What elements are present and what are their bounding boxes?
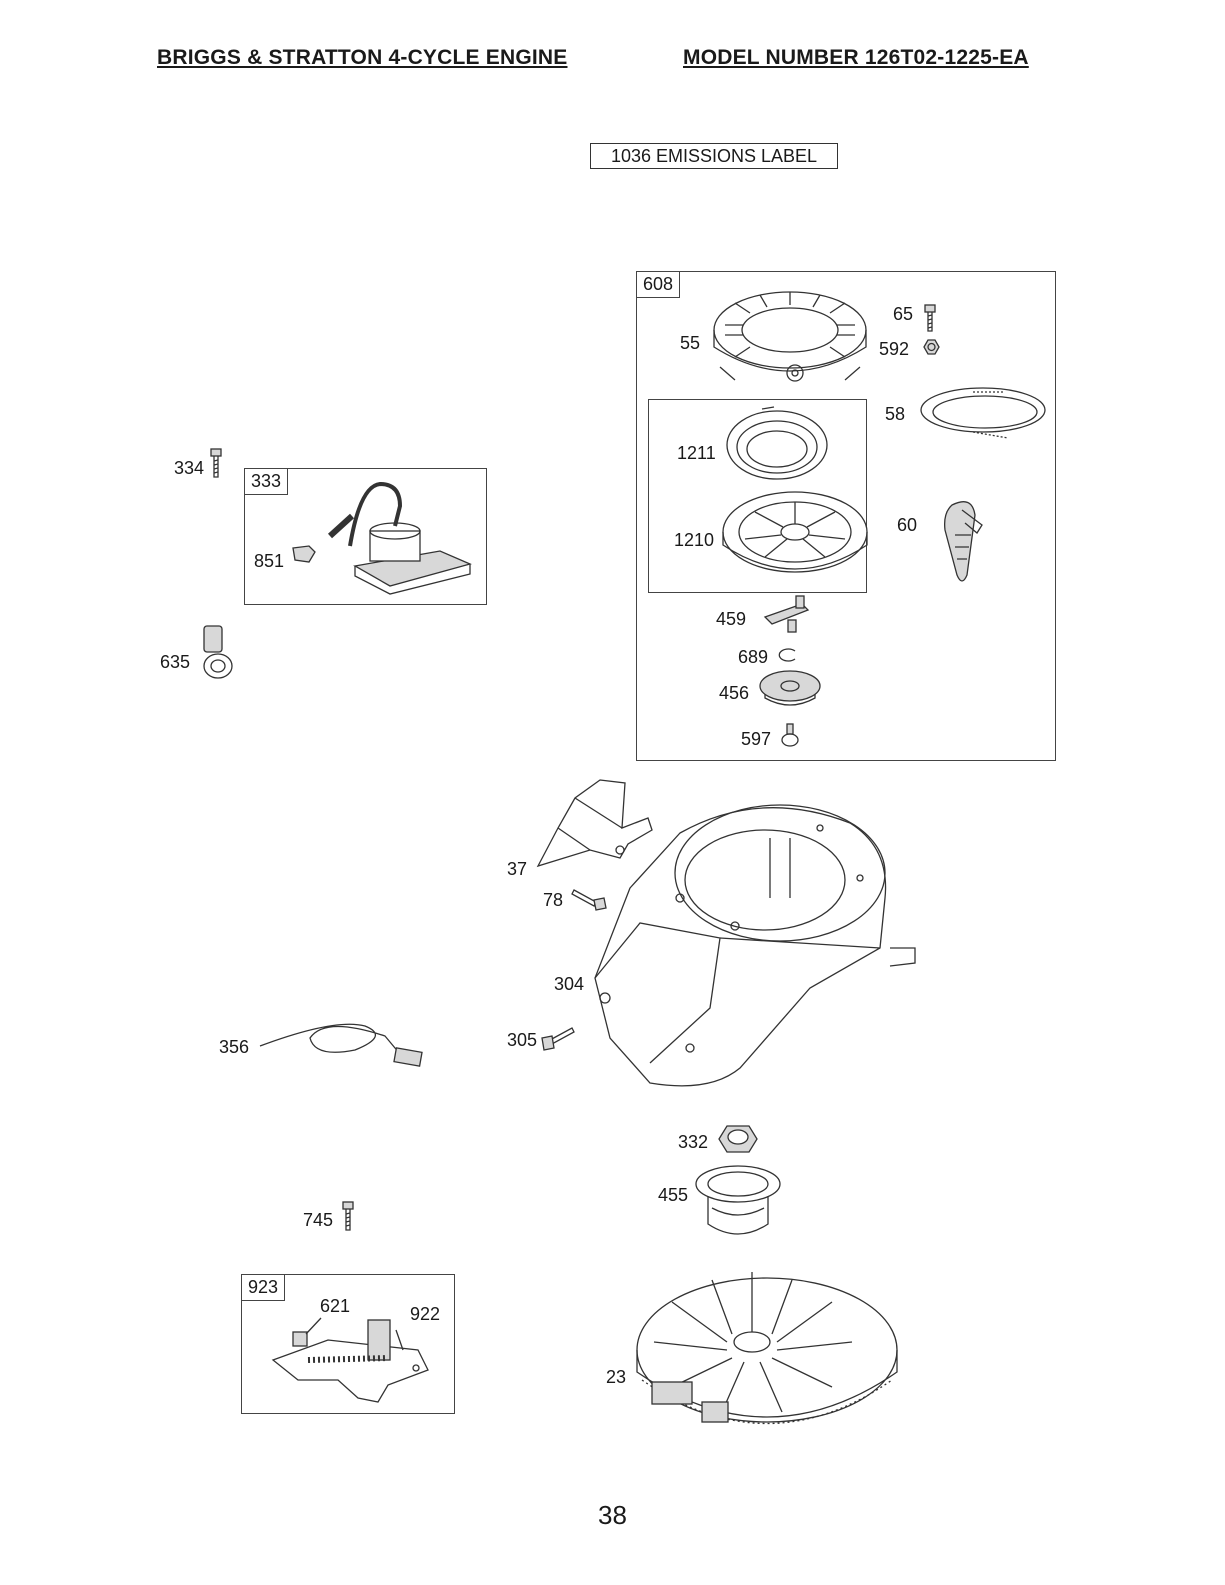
screw-597-drawing — [779, 722, 801, 750]
spark-plug-boot-drawing — [196, 622, 236, 682]
part-label-456: 456 — [719, 684, 749, 702]
nut-592-drawing — [921, 338, 941, 356]
part-label-597: 597 — [741, 730, 771, 748]
part-label-55: 55 — [680, 334, 700, 352]
page-number: 38 — [0, 1500, 1225, 1531]
flywheel-drawing — [632, 1262, 902, 1447]
ground-wire-drawing — [255, 1008, 425, 1068]
part-label-304: 304 — [554, 975, 584, 993]
screw-334-drawing — [208, 447, 224, 479]
part-label-60: 60 — [897, 516, 917, 534]
group-608-label: 608 — [637, 272, 680, 298]
group-923-label: 923 — [242, 1275, 285, 1301]
retaining-ring-drawing — [775, 647, 799, 663]
part-label-334: 334 — [174, 459, 204, 477]
starter-housing-drawing — [705, 285, 875, 395]
part-label-459: 459 — [716, 610, 746, 628]
part-label-58: 58 — [885, 405, 905, 423]
governor-assembly-drawing — [268, 1310, 438, 1405]
part-label-635: 635 — [160, 653, 190, 671]
header-engine-title: BRIGGS & STRATTON 4-CYCLE ENGINE — [157, 46, 568, 70]
starter-rope-drawing — [913, 380, 1053, 450]
part-label-37: 37 — [507, 860, 527, 878]
flywheel-nut-drawing — [715, 1122, 761, 1156]
emissions-label-box: 1036 EMISSIONS LABEL — [590, 143, 838, 169]
screw-745-drawing — [340, 1200, 356, 1232]
recoil-spring-drawing — [722, 405, 832, 485]
part-label-65: 65 — [893, 305, 913, 323]
part-label-851: 851 — [254, 552, 284, 570]
part-label-592: 592 — [879, 340, 909, 358]
part-label-356: 356 — [219, 1038, 249, 1056]
ignition-armature-drawing — [300, 476, 480, 596]
part-label-23: 23 — [606, 1368, 626, 1386]
part-label-689: 689 — [738, 648, 768, 666]
part-label-332: 332 — [678, 1133, 708, 1151]
part-label-745: 745 — [303, 1211, 333, 1229]
starter-cup-drawing — [690, 1162, 790, 1242]
retainer-drawing — [755, 668, 825, 708]
screw-65-drawing — [922, 303, 938, 333]
starter-pulley-drawing — [715, 487, 875, 587]
part-label-78: 78 — [543, 891, 563, 909]
group-333-label: 333 — [245, 469, 288, 495]
part-label-1211: 1211 — [677, 444, 716, 462]
starter-handle-drawing — [937, 495, 987, 590]
blower-housing-drawing — [590, 798, 920, 1093]
part-label-1210: 1210 — [674, 531, 714, 549]
starter-dog-drawing — [760, 592, 820, 638]
terminal-851-drawing — [289, 542, 319, 566]
part-label-305: 305 — [507, 1031, 537, 1049]
header-model-number: MODEL NUMBER 126T02-1225-EA — [683, 46, 1029, 70]
part-label-455: 455 — [658, 1186, 688, 1204]
screw-305-drawing — [540, 1022, 576, 1052]
